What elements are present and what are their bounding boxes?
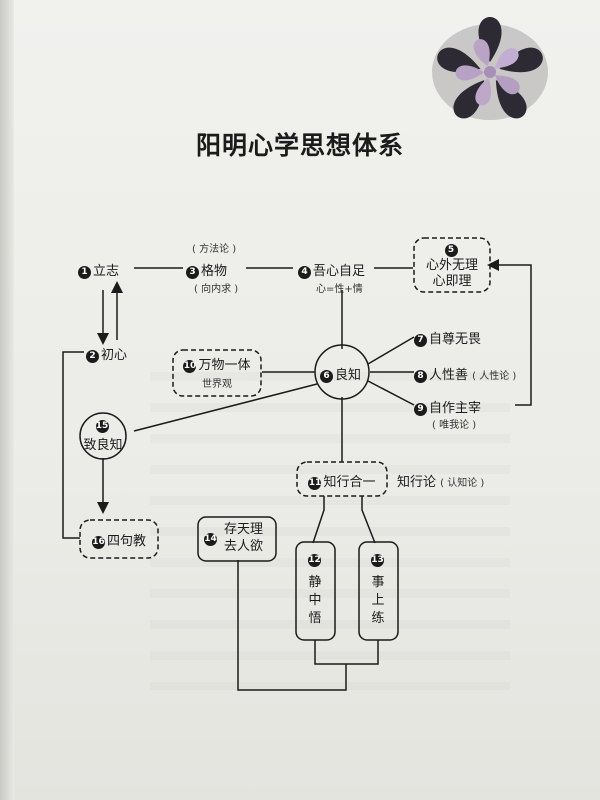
badge-14: 14 — [204, 533, 217, 546]
node-11-side-label: 知行论 — [397, 475, 437, 490]
link-6-9 — [367, 380, 415, 406]
node-9-label: 自作主宰 — [429, 401, 482, 416]
badge-15: 15 — [95, 420, 109, 433]
flower-ornament — [432, 17, 548, 120]
badge-1: 1 — [78, 266, 91, 279]
node-7-label: 自尊无畏 — [429, 332, 482, 347]
node-10-label: 万物一体 — [198, 358, 251, 373]
box-11 — [296, 461, 388, 497]
badge-13: 13 — [371, 554, 384, 567]
node-3-label: 格物 — [201, 264, 228, 279]
node-8-note: ( 人性论 ) — [472, 371, 517, 382]
node-11-label: 知行合一 — [323, 475, 376, 490]
circle-6 — [314, 344, 370, 400]
badge-4: 4 — [298, 266, 311, 279]
link-11-12 — [312, 496, 325, 544]
node-5: 5 心外无理 心即理 — [414, 242, 490, 290]
node-10-note: 世界观 — [202, 379, 232, 390]
book-spine — [0, 0, 14, 800]
badge-5: 5 — [444, 244, 458, 257]
node-3-note-top: ( 方法论 ) — [192, 244, 237, 255]
badge-10: 10 — [183, 360, 197, 373]
node-4-label: 吾心自足 — [313, 264, 366, 279]
link-6-7 — [367, 336, 415, 365]
node-12-label: 静中悟 — [308, 575, 322, 626]
link-12-13 — [314, 640, 379, 665]
badge-11: 11 — [308, 477, 322, 490]
badge-6: 6 — [320, 370, 333, 383]
node-8-label: 人性善 — [429, 368, 469, 383]
box-10 — [172, 349, 262, 397]
badge-2: 2 — [86, 350, 99, 363]
node-9-note: ( 唯我论 ) — [432, 420, 477, 431]
box-14 — [197, 516, 277, 562]
box-16 — [79, 519, 159, 559]
badge-3: 3 — [186, 266, 199, 279]
box-5 — [413, 237, 491, 293]
node-13-badge-wrap: 13 — [359, 552, 398, 567]
node-16-label: 四句教 — [106, 534, 146, 549]
link-6-15 — [133, 383, 318, 432]
badge-7: 7 — [414, 334, 427, 347]
node-5-line1: 心外无理 — [425, 258, 478, 273]
node-14: 存天理 去人欲 — [224, 521, 263, 555]
node-15-badge-wrap: 15 — [80, 418, 126, 433]
node-11-note: ( 认知论 ) — [440, 478, 485, 489]
node-1-label: 立志 — [93, 264, 120, 279]
node-3-note-bottom: ( 向内求 ) — [194, 284, 239, 295]
badge-8: 8 — [414, 370, 427, 383]
node-13-label: 事上练 — [371, 575, 385, 626]
link-loop-14 — [237, 560, 347, 691]
node-5-line2: 心即理 — [432, 274, 472, 289]
link-11-13 — [361, 496, 376, 544]
badge-12: 12 — [308, 554, 321, 567]
box-13 — [358, 541, 399, 641]
node-14-line2: 去人欲 — [224, 539, 264, 554]
node-6-label: 良知 — [335, 368, 362, 383]
badge-9: 9 — [414, 403, 427, 416]
node-2-label: 初心 — [101, 348, 128, 363]
node-12-badge-wrap: 12 — [296, 552, 335, 567]
link-2-16 — [62, 351, 84, 539]
node-11-side: 知行论 ( 认知论 ) — [397, 471, 484, 490]
show-through-text — [150, 350, 510, 690]
node-4-note: 心=性+情 — [316, 284, 363, 295]
arrow-9-5 — [487, 259, 532, 406]
diagram-title: 阳明心学思想体系 — [195, 131, 404, 160]
circle-15 — [79, 412, 127, 460]
box-12 — [295, 541, 336, 641]
badge-16: 16 — [91, 536, 105, 549]
node-14-badge-wrap: 14 — [204, 531, 219, 546]
node-15-label: 致良知 — [83, 438, 123, 453]
node-14-line1: 存天理 — [224, 522, 264, 537]
